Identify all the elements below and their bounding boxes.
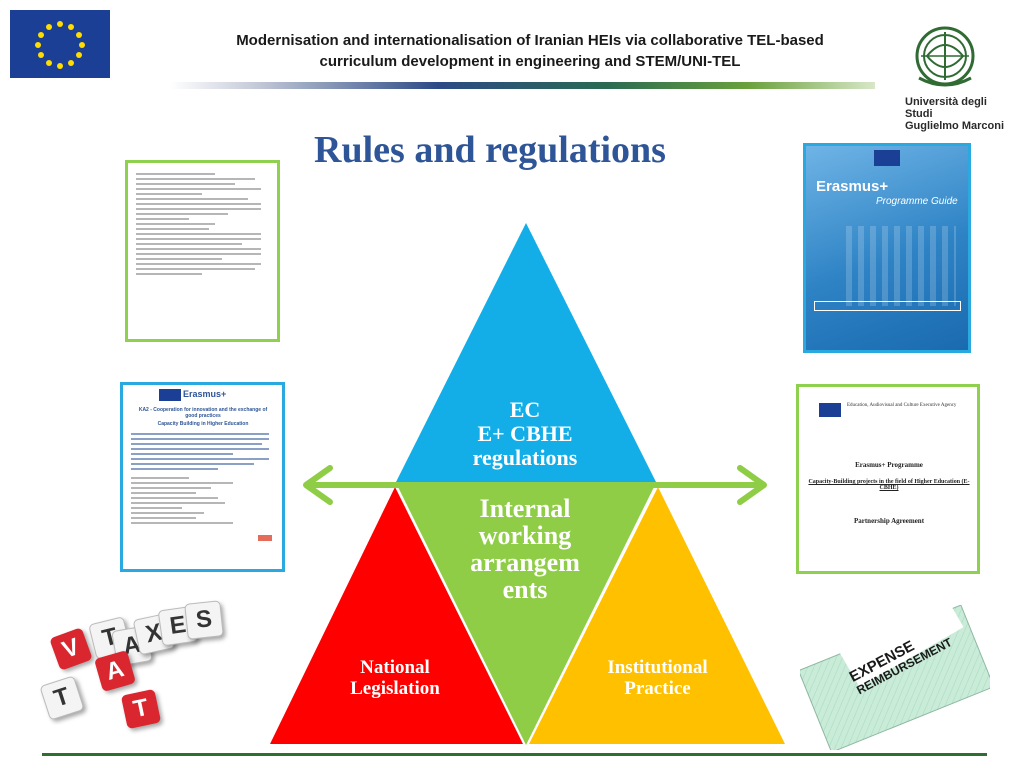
internal-triangle [398,487,654,745]
ec-label-line2: E+ CBHE [477,421,573,446]
guide-title: Erasmus+ [816,178,889,195]
university-name-line1: Università degli Studi [905,96,987,120]
letter-cube: V [49,627,93,671]
ec-label-line3: regulations [472,445,578,470]
institutional-triangle [529,487,785,744]
national-triangle [270,487,523,744]
header-title-line2: curriculum development in engineering an… [319,53,741,70]
header-title-line1: Modernisation and internationalisation o… [236,32,824,49]
partnership-agreement-document-image: Education, Audiovisual and Culture Execu… [796,384,980,574]
eu-flag-icon [874,150,900,166]
grant-agreement-document-image [125,160,280,342]
partnership-programme: Erasmus+ Programme [855,461,923,469]
national-label: National Legislation [325,657,465,699]
ka2-heading: KA2 - Cooperation for innovation and the… [138,407,268,419]
ec-label: EC E+ CBHE regulations [440,398,610,470]
ka2-brand: Erasmus+ [183,389,227,399]
institutional-label-line2: Practice [624,678,691,699]
taxes-vat-cubes-image: V T A X E S A T T [39,600,240,752]
letter-cube: T [39,675,85,721]
eu-flag-icon [819,403,841,417]
institutional-label: Institutional Practice [580,657,735,699]
erasmus-programme-guide-cover: Erasmus+ Programme Guide [803,143,971,353]
university-logo-icon [905,20,985,100]
footer-divider [42,753,987,756]
partnership-title: Partnership Agreement [853,517,925,525]
eu-flag-icon [159,389,181,401]
letter-cube: T [120,688,162,730]
double-arrow-icon [303,465,767,505]
ec-label-line1: EC [509,397,541,422]
letter-cube: S [184,600,224,640]
triangle-diagram [270,223,785,745]
university-name: Università degli Studi Guglielmo Marconi [905,96,1005,132]
university-name-line2: Guglielmo Marconi [905,120,1005,132]
eu-flag-icon [10,10,110,78]
institutional-label-line1: Institutional [607,657,708,678]
internal-label: Internal working arrangem ents [470,494,580,604]
header-title: Modernisation and internationalisation o… [180,30,880,72]
slide-title: Rules and regulations [314,129,666,171]
partnership-agency: Education, Audiovisual and Culture Execu… [847,403,957,408]
ka2-subheading: Capacity Building in Higher Education [157,421,249,427]
national-label-line1: National [360,657,430,678]
ec-triangle [395,223,657,484]
ka2-application-document-image: Erasmus+ KA2 - Cooperation for innovatio… [120,382,285,572]
partnership-project: Capacity-Building projects in the field … [808,479,970,491]
header-gradient-bar [170,82,875,89]
expense-reimbursement-cheque-image: EXPENSE REIMBURSEMENT [797,592,995,753]
national-label-line2: Legislation [350,678,440,699]
guide-subtitle: Programme Guide [876,196,958,207]
